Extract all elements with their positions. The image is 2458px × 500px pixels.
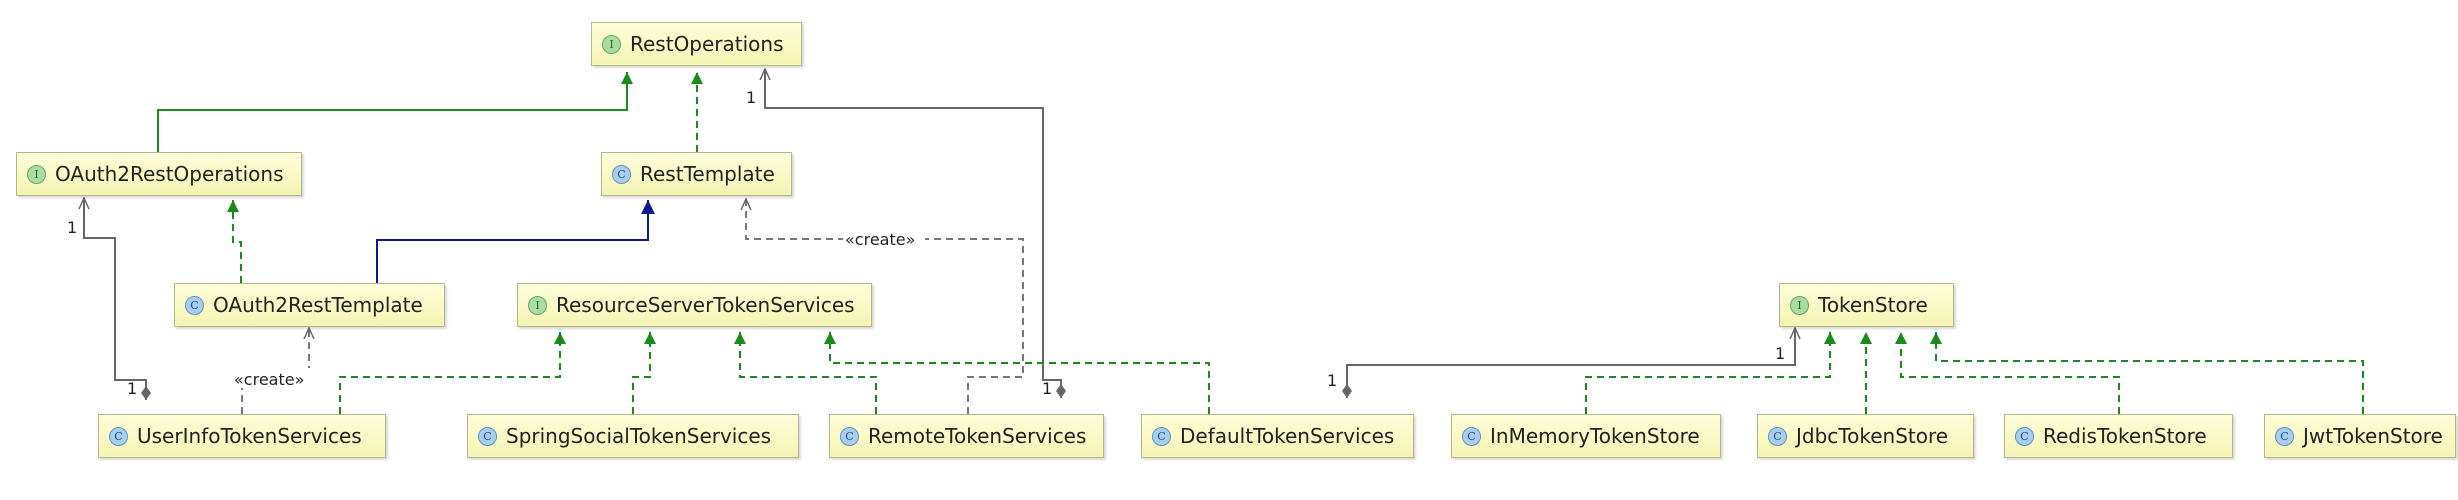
node-rest-template[interactable]: C RestTemplate <box>601 152 792 196</box>
class-icon: C <box>2015 426 2034 446</box>
interface-icon: I <box>528 295 547 315</box>
node-oauth2-rest-operations[interactable]: I OAuth2RestOperations <box>16 152 302 196</box>
node-oauth2-rest-template[interactable]: C OAuth2RestTemplate <box>174 283 445 327</box>
class-icon: C <box>109 426 128 446</box>
node-label: JdbcTokenStore <box>1796 424 1949 448</box>
multiplicity-remotetokenservices: 1 <box>1042 379 1052 398</box>
node-label: RestTemplate <box>640 162 775 186</box>
edge-remotetokenservices-to-resourceservertokenservices <box>734 332 877 414</box>
node-user-info-token-services[interactable]: C UserInfoTokenServices <box>98 414 386 458</box>
edge-defaulttokenservices-has-tokenstore <box>1347 328 1795 398</box>
multiplicity-restoperations: 1 <box>746 88 756 107</box>
edge-oauth2resttemplate-to-resttemplate <box>376 200 655 283</box>
node-label: SpringSocialTokenServices <box>506 424 772 448</box>
edge-userinfotokenservices-to-resourceservertokenservices <box>339 332 566 414</box>
node-spring-social-token-services[interactable]: C SpringSocialTokenServices <box>467 414 799 458</box>
node-label: DefaultTokenServices <box>1180 424 1395 448</box>
edge-userinfotokenservices-creates-oauth2resttemplate <box>241 328 309 414</box>
edge-inmemorytokenstore-to-tokenstore <box>1585 332 1836 414</box>
node-jwt-token-store[interactable]: C JwtTokenStore <box>2264 414 2456 458</box>
class-icon: C <box>612 164 631 184</box>
multiplicity-defaulttokenservices: 1 <box>1327 371 1337 390</box>
node-label: OAuth2RestTemplate <box>213 293 423 317</box>
node-label: UserInfoTokenServices <box>137 424 362 448</box>
node-label: InMemoryTokenStore <box>1490 424 1700 448</box>
class-icon: C <box>1152 426 1171 446</box>
node-label: RemoteTokenServices <box>868 424 1087 448</box>
node-label: TokenStore <box>1818 293 1928 317</box>
label-bg-create-resttemplate <box>843 228 925 248</box>
node-in-memory-token-store[interactable]: C InMemoryTokenStore <box>1451 414 1721 458</box>
label-bg-create-oauth2resttemplate <box>232 368 314 388</box>
node-remote-token-services[interactable]: C RemoteTokenServices <box>829 414 1104 458</box>
multiplicity-oauth2restoperations: 1 <box>67 218 77 237</box>
class-icon: C <box>2275 426 2294 446</box>
class-icon: C <box>1462 426 1481 446</box>
node-label: OAuth2RestOperations <box>55 162 284 186</box>
multiplicity-userinfotokenservices: 1 <box>127 379 137 398</box>
class-icon: C <box>185 295 204 315</box>
class-icon: C <box>840 426 859 446</box>
class-icon: C <box>478 426 497 446</box>
interface-icon: I <box>1790 295 1809 315</box>
edge-remotetokenservices-has-restoperations <box>765 69 1061 398</box>
edge-springsocialtokenservices-to-resourceservertokenservices <box>632 332 656 414</box>
edge-jwttokenstore-to-tokenstore <box>1930 332 2364 414</box>
edge-defaulttokenservices-to-resourceservertokenservices <box>824 332 1210 414</box>
node-label: ResourceServerTokenServices <box>556 293 855 317</box>
node-default-token-services[interactable]: C DefaultTokenServices <box>1141 414 1414 458</box>
node-label: RedisTokenStore <box>2043 424 2207 448</box>
multiplicity-tokenstore: 1 <box>1775 344 1785 363</box>
node-redis-token-store[interactable]: C RedisTokenStore <box>2004 414 2233 458</box>
node-label: JwtTokenStore <box>2303 424 2443 448</box>
node-rest-operations[interactable]: I RestOperations <box>591 22 802 66</box>
node-token-store[interactable]: I TokenStore <box>1779 283 1954 327</box>
node-resource-server-token-services[interactable]: I ResourceServerTokenServices <box>517 283 872 327</box>
class-icon: C <box>1768 426 1787 446</box>
node-jdbc-token-store[interactable]: C JdbcTokenStore <box>1757 414 1974 458</box>
node-label: RestOperations <box>630 32 784 56</box>
edge-userinfotokenservices-has-oauth2restoperations <box>84 198 146 400</box>
interface-icon: I <box>602 34 621 54</box>
create-label-resttemplate: «create» <box>845 230 915 249</box>
edge-oauth2restoperations-to-restoperations <box>157 72 633 152</box>
interface-icon: I <box>27 164 46 184</box>
edge-redistokenstore-to-tokenstore <box>1895 332 2120 414</box>
create-label-oauth2resttemplate: «create» <box>234 370 304 389</box>
edge-oauth2resttemplate-to-oauth2restoperations <box>227 200 242 283</box>
